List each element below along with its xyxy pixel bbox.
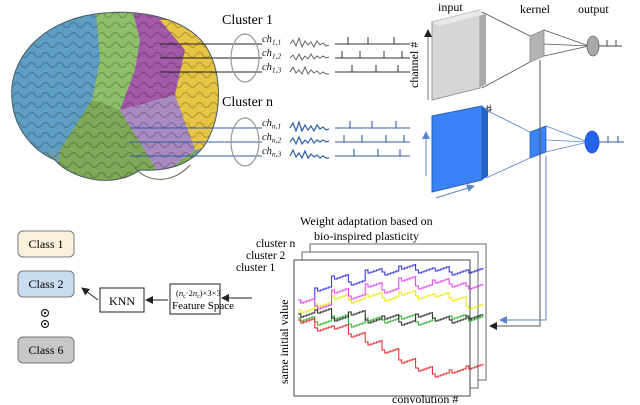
weight-series-line [298, 314, 484, 328]
cluster-n-channel-label: chn,2 [262, 132, 282, 145]
class-box-label: Class 1 [28, 237, 63, 251]
cluster-1-channel-label: ch1,2 [262, 48, 282, 61]
class-box-frame [17, 270, 75, 298]
class-box: Class 1 [17, 230, 75, 258]
brain-illustration [11, 11, 219, 181]
class-box-label: Class 6 [28, 343, 63, 357]
cluster-1-channel-label: ch1,1 [262, 34, 281, 47]
cluster-1-label: Cluster 1 [222, 13, 273, 28]
cluster-1-spikes [335, 37, 410, 73]
blue-conv-block [422, 105, 488, 199]
class-box-label: Class 2 [28, 277, 63, 291]
cluster-n-spikes [335, 121, 410, 157]
weight-title-line2: bio-inspired plasticity [314, 229, 419, 243]
weight-series-line [298, 264, 484, 304]
knn-box: KNN [99, 287, 145, 313]
class-box: Class 2 [17, 270, 75, 298]
gray-conv-block [424, 9, 486, 101]
class-box: Class 6 [17, 336, 75, 364]
weight-plot-stack [293, 243, 487, 397]
weight-series-line [298, 318, 484, 378]
stack-label-cluster-n: cluster n [256, 238, 296, 250]
same-initial-value-label: same initial value [277, 299, 291, 384]
blue-output-node [584, 130, 624, 154]
class-ellipsis [40, 308, 50, 329]
weight-title-line1: Weight adaptation based on [300, 214, 433, 228]
feature-formula: (nc·2nc)×3×3 [176, 288, 221, 300]
weight-series-line [298, 308, 484, 326]
blue-kernel [485, 109, 589, 179]
cluster-n-channel-label: chn,3 [262, 146, 282, 159]
cluster-n-ring [230, 117, 260, 167]
cluster-1-channel-label: ch1,3 [262, 62, 282, 75]
output-label: output [578, 2, 609, 16]
weight-series-line [298, 290, 484, 314]
cluster-n-label: Cluster n [222, 95, 273, 110]
weight-series-line [298, 276, 484, 310]
input-label: input [438, 0, 463, 14]
kernel-to-weights-arrows [489, 60, 547, 330]
stack-label-cluster-2: cluster 2 [246, 250, 286, 262]
feature-space-label: Feature Space [172, 300, 234, 312]
feature-space-box: (nc·2nc)×3×3 Feature Space [169, 283, 234, 315]
knn-label: KNN [109, 294, 135, 308]
cluster-n-connections [130, 117, 262, 167]
channel-axis-label: channel # [407, 42, 421, 88]
class-box-frame [17, 336, 75, 364]
gray-kernel [481, 11, 590, 89]
knn-to-class-arrow [81, 287, 99, 301]
cluster-n-channel-label: chn,1 [262, 118, 281, 131]
class-boxes: Class 1 Class 2 Class 6 [17, 230, 75, 364]
kernel-label: kernel [520, 2, 551, 16]
cluster-n-waves [289, 120, 330, 160]
cluster-1-ring [230, 33, 260, 83]
stack-label-cluster-1: cluster 1 [236, 262, 276, 274]
class-box-frame [17, 230, 75, 258]
cluster-1-waves [289, 36, 330, 75]
gray-output-node [586, 35, 622, 57]
weight-series-lines [298, 264, 484, 378]
cluster-1-connections [160, 33, 262, 83]
convolution-axis-label: convolution # [392, 392, 458, 405]
